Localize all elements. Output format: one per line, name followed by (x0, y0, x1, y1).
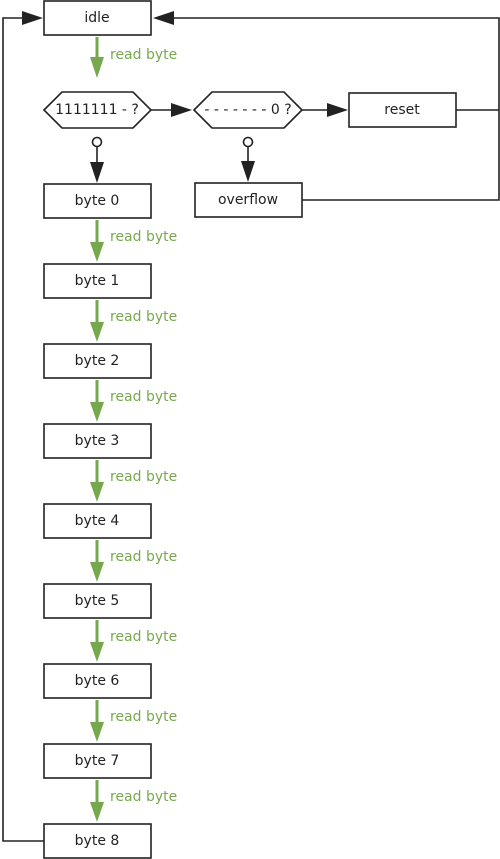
node-byte-2: byte 2 (43, 343, 152, 379)
node-byte-7: byte 7 (43, 743, 152, 779)
transition-byte5-to-byte6: read byte (90, 620, 177, 662)
transition-byte1-to-byte2: read byte (90, 300, 177, 342)
transition-byte3-to-byte4: read byte (90, 460, 177, 502)
transition-label: read byte (110, 709, 177, 725)
transition-byte7-to-byte8: read byte (90, 780, 177, 822)
transition-byte6-to-byte7: read byte (90, 700, 177, 742)
decision-zero-check: - - - - - - - 0 ? (192, 91, 304, 129)
node-idle: idle (43, 0, 152, 36)
node-byte-3-label: byte 3 (75, 433, 120, 449)
branch-dot-icon (242, 136, 254, 148)
transition-label: read byte (110, 789, 177, 805)
transition-label: read byte (110, 309, 177, 325)
node-byte-5: byte 5 (43, 583, 152, 619)
edge-zero-check-to-overflow (241, 136, 255, 182)
edge-byte8-to-idle (2, 11, 44, 842)
node-byte-3: byte 3 (43, 423, 152, 459)
green-arrowhead-icon (90, 482, 104, 502)
node-byte-0: byte 0 (43, 183, 152, 219)
node-byte-5-label: byte 5 (75, 593, 120, 609)
transition-label: read byte (110, 469, 177, 485)
branch-dot-icon (91, 136, 103, 148)
node-overflow: overflow (194, 182, 303, 218)
edge-ones-to-zero-check (151, 103, 192, 117)
transition-idle-to-check: read byte (90, 37, 177, 78)
arrowhead-icon (171, 103, 192, 117)
node-byte-6-label: byte 6 (75, 673, 120, 689)
node-byte-1: byte 1 (43, 263, 152, 299)
node-byte-8: byte 8 (43, 823, 152, 859)
green-arrowhead-icon (90, 322, 104, 342)
node-reset-label: reset (384, 102, 420, 118)
green-arrowhead-icon (90, 242, 104, 262)
decision-ones-check: 1111111 - ? (42, 91, 153, 129)
transition-byte0-to-byte1: read byte (90, 220, 177, 262)
green-arrowhead-icon (90, 57, 104, 78)
node-byte-1-label: byte 1 (75, 273, 120, 289)
arrowhead-icon (153, 11, 174, 25)
transition-label: read byte (110, 389, 177, 405)
green-arrowhead-icon (90, 562, 104, 582)
arrowhead-icon (90, 162, 104, 183)
node-idle-label: idle (84, 10, 109, 26)
green-arrowhead-icon (90, 802, 104, 822)
edge-ones-to-byte0 (90, 136, 104, 183)
node-reset: reset (348, 92, 457, 128)
arrowhead-icon (22, 11, 43, 25)
transition-label: read byte (110, 629, 177, 645)
green-arrowhead-icon (90, 722, 104, 742)
transition-label: read byte (110, 47, 177, 63)
node-byte-8-label: byte 8 (75, 833, 120, 849)
node-byte-4: byte 4 (43, 503, 152, 539)
decision-zero-check-label: - - - - - - - 0 ? (204, 102, 291, 118)
transition-label: read byte (110, 229, 177, 245)
transition-byte2-to-byte3: read byte (90, 380, 177, 422)
arrowhead-icon (241, 161, 255, 182)
decision-ones-check-label: 1111111 - ? (55, 102, 139, 118)
node-byte-7-label: byte 7 (75, 753, 120, 769)
green-arrowhead-icon (90, 642, 104, 662)
transition-byte4-to-byte5: read byte (90, 540, 177, 582)
node-byte-2-label: byte 2 (75, 353, 120, 369)
node-byte-6: byte 6 (43, 663, 152, 699)
arrowhead-icon (327, 103, 348, 117)
node-byte-0-label: byte 0 (75, 193, 120, 209)
node-byte-4-label: byte 4 (75, 513, 120, 529)
green-arrowhead-icon (90, 402, 104, 422)
transition-label: read byte (110, 549, 177, 565)
edge-reset-overflow-to-idle (153, 11, 500, 201)
node-overflow-label: overflow (218, 192, 278, 208)
edge-zero-check-to-reset (302, 103, 348, 117)
